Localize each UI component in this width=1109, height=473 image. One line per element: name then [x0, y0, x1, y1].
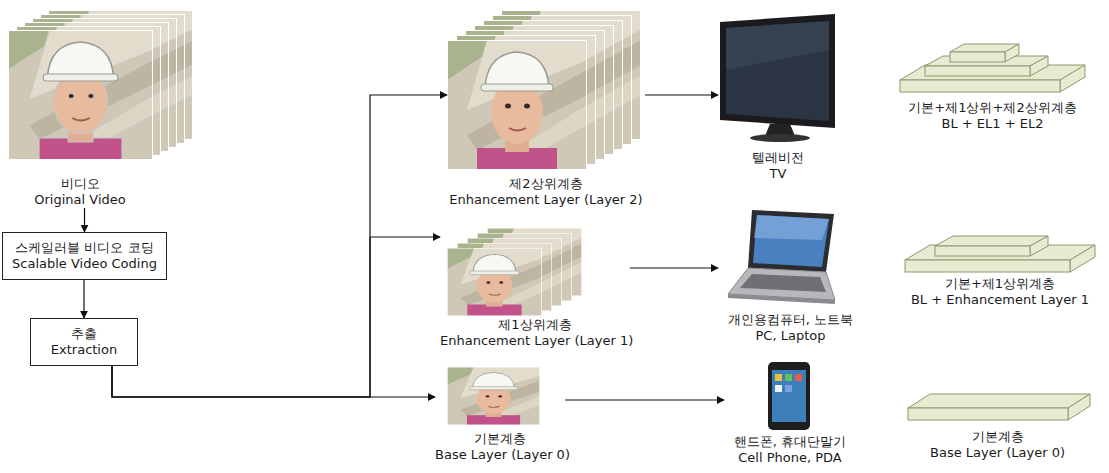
base-frame — [447, 367, 540, 425]
node-sublabel: Base Layer (Layer 0) — [905, 445, 1090, 461]
process-box: 스케일러블 비디오 코딩Scalable Video Coding — [2, 232, 167, 280]
flow-arrow — [645, 94, 718, 95]
device-node: 핸드폰, 휴대단말기Cell Phone, PDA — [724, 360, 856, 466]
flow-arrow — [112, 366, 435, 397]
node-sublabel: Scalable Video Coding — [11, 256, 158, 272]
flow-arrow — [565, 399, 724, 400]
node-sublabel: Base Layer (Layer 0) — [435, 447, 565, 463]
layer-node: 기본계층Base Layer (Layer 0) — [435, 367, 565, 463]
node-label: 기본계층 — [435, 431, 565, 447]
node-label: 비디오 — [8, 176, 152, 192]
device-node: 개인용컴퓨터, 노트북PC, Laptop — [718, 200, 863, 344]
stack-node: 기본계층Base Layer (Layer 0) — [905, 395, 1090, 461]
tv-icon — [720, 14, 835, 142]
node-sublabel: BL + EL1 + EL2 — [895, 116, 1090, 132]
flow-arrow — [84, 208, 85, 232]
node-label: 제2상위계층 — [447, 176, 645, 192]
node-label: 기본+제1상위+제2상위계층 — [895, 100, 1090, 116]
node-label: 기본+제1상위계층 — [905, 276, 1095, 292]
node-label: 제1상위계층 — [440, 317, 630, 333]
flow-arrow — [630, 267, 718, 268]
stack-node: 기본+제1상위계층BL + Enhancement Layer 1 — [905, 220, 1095, 308]
node-sublabel: Original Video — [8, 192, 152, 208]
node-sublabel: Enhancement Layer (Layer 1) — [440, 333, 630, 349]
node-sublabel: BL + Enhancement Layer 1 — [905, 292, 1095, 308]
node-sublabel: Enhancement Layer (Layer 2) — [447, 192, 645, 208]
video-node: 비디오Original Video — [8, 8, 152, 208]
device-node: 텔레비전TV — [718, 18, 838, 182]
node-label: 추출 — [39, 326, 129, 342]
layer-node: 제2상위계층Enhancement Layer (Layer 2) — [447, 8, 645, 208]
node-label: 개인용컴퓨터, 노트북 — [718, 312, 863, 328]
node-sublabel: Cell Phone, PDA — [724, 450, 856, 466]
node-label: 텔레비전 — [718, 150, 838, 166]
node-label: 스케일러블 비디오 코딩 — [11, 240, 158, 256]
node-sublabel: Extraction — [39, 342, 129, 358]
phone-icon — [768, 362, 810, 430]
layer2-stack — [447, 10, 641, 170]
node-sublabel: TV — [718, 166, 838, 182]
node-label: 핸드폰, 휴대단말기 — [724, 434, 856, 450]
stack-node: 기본+제1상위+제2상위계층BL + EL1 + EL2 — [895, 30, 1090, 132]
laptop-icon — [728, 210, 835, 304]
flow-arrow — [83, 280, 84, 318]
layer1-stack — [447, 228, 582, 316]
layer-node: 제1상위계층Enhancement Layer (Layer 1) — [440, 225, 630, 349]
node-label: 기본계층 — [905, 429, 1090, 445]
video-stack — [8, 10, 193, 160]
process-box: 추출Extraction — [30, 318, 138, 366]
node-sublabel: PC, Laptop — [718, 328, 863, 344]
